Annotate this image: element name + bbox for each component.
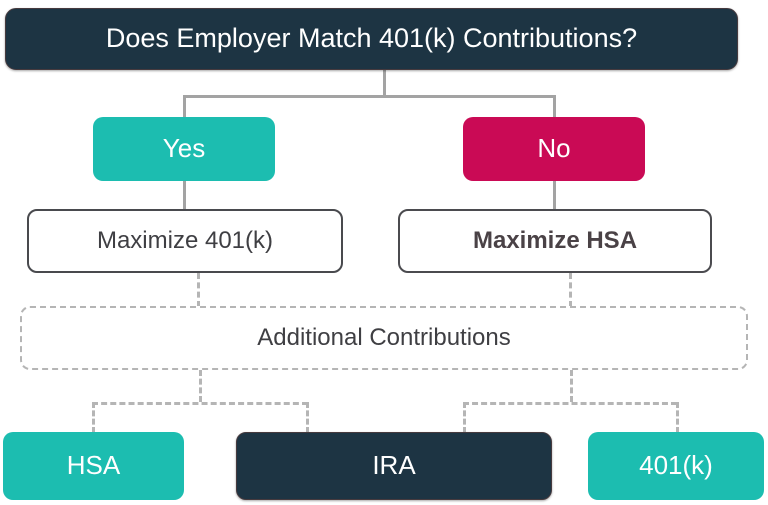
node-action-maximize-401k[interactable]: Maximize 401(k) (27, 209, 343, 273)
connector-additional-left-stem (199, 370, 202, 402)
connector-title-stem (383, 70, 386, 95)
connector-additional-right-stem (570, 370, 573, 402)
connector-to-ira-left (306, 402, 309, 433)
connector-right-fan-bar (463, 402, 677, 405)
node-root-question[interactable]: Does Employer Match 401(k) Contributions… (5, 8, 738, 70)
connector-left-fan-bar (92, 402, 308, 405)
node-action-maximize-hsa[interactable]: Maximize HSA (398, 209, 712, 273)
connector-to-401k (676, 402, 679, 433)
connector-maximize-401k-to-additional (197, 273, 200, 307)
connector-yes-to-maximize-401k (183, 181, 186, 210)
connector-to-hsa (92, 402, 95, 433)
connector-no-to-maximize-hsa (553, 181, 556, 210)
node-branch-no[interactable]: No (463, 117, 645, 181)
node-outcome-401k[interactable]: 401(k) (588, 432, 764, 500)
connector-title-split-bar (183, 95, 554, 98)
node-outcome-hsa[interactable]: HSA (3, 432, 184, 500)
connector-to-no (553, 95, 556, 118)
connector-to-yes (183, 95, 186, 118)
connector-maximize-hsa-to-additional (569, 273, 572, 307)
connector-to-ira-right (463, 402, 466, 433)
node-branch-yes[interactable]: Yes (93, 117, 275, 181)
node-outcome-ira[interactable]: IRA (236, 432, 552, 500)
node-additional-contributions[interactable]: Additional Contributions (20, 306, 748, 370)
